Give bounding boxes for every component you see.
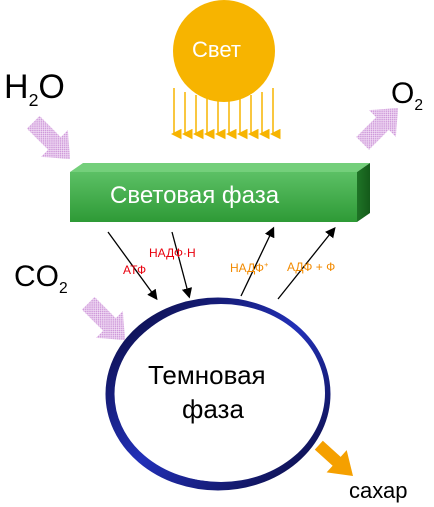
nadp-arrow — [240, 226, 275, 297]
adp-arrow — [277, 226, 336, 300]
dark-phase-label-line2: фаза — [182, 394, 244, 424]
orange-arrow-icon — [314, 440, 353, 476]
sun-circle — [173, 0, 275, 102]
light-rays — [171, 88, 281, 140]
nadph-arrow — [171, 231, 193, 299]
sugar-label: сахар — [349, 478, 408, 503]
nadp-plus-label: НАДФ+ — [230, 260, 269, 276]
pink-hatched-arrow-icon — [81, 296, 125, 340]
atp-label: АТФ — [123, 263, 147, 277]
oxygen-label: O2 — [391, 77, 424, 115]
nadph-label: НАДФ·Н — [149, 246, 196, 260]
pink-hatched-arrow-icon — [356, 108, 398, 150]
atp-arrow — [107, 231, 158, 301]
dark-phase-ring — [105, 297, 331, 491]
light-phase-label: Световая фаза — [110, 182, 280, 209]
water-label: H2O — [4, 68, 65, 110]
co2-label: CO2 — [14, 260, 68, 298]
light-phase-box — [70, 163, 370, 222]
dark-phase-label-line1: Темновая — [148, 360, 266, 390]
pink-hatched-arrow-icon — [26, 115, 70, 159]
adp-p-label: АДФ + Ф — [287, 260, 336, 274]
sun-label: Свет — [192, 37, 241, 62]
